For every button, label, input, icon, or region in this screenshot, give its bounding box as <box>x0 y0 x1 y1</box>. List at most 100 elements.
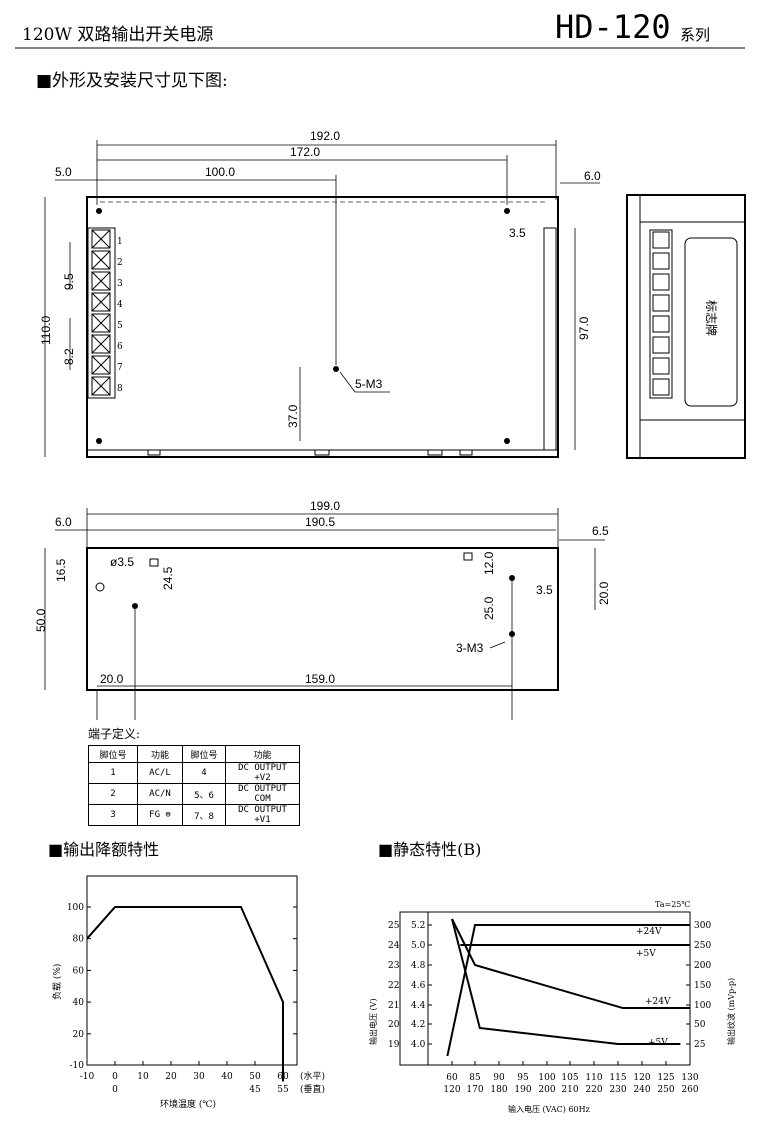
terminal-screw <box>91 376 111 396</box>
x-tick-label-secondary: 200 <box>538 1085 555 1095</box>
y-tick-5v: 5.2 <box>411 921 425 931</box>
hole-label: ø3.5 <box>110 555 134 569</box>
header-cell: 功能 <box>225 745 300 763</box>
dim-24-5: 24.5 <box>161 566 175 590</box>
terminal-screw <box>91 229 111 249</box>
header-cell: 脚位号 <box>182 745 226 763</box>
x-tick-label: 90 <box>493 1073 505 1083</box>
x-tick-label: 115 <box>609 1073 626 1083</box>
screw-label: 5-M3 <box>355 377 383 391</box>
y-tick-5v: 4.0 <box>411 1040 426 1050</box>
y-tick-5v: 4.4 <box>411 1001 426 1011</box>
x-tick-label: 100 <box>538 1073 555 1083</box>
series-label-24v-voltage: +24V <box>636 927 662 937</box>
x-tick-label: 105 <box>561 1073 578 1083</box>
series-line-0 <box>446 924 690 1057</box>
y-tick-label: 100 <box>67 903 84 913</box>
dim-3-5: 3.5 <box>509 226 526 240</box>
table-cell: 3 <box>88 804 138 826</box>
side-terminal <box>652 294 670 312</box>
y-tick-5v: 4.8 <box>411 961 426 971</box>
x-tick-label-vertical: 45 <box>249 1085 261 1095</box>
y-tick-ripple: 250 <box>694 941 711 951</box>
x-tick-label-secondary: 260 <box>681 1085 698 1095</box>
series-line-2 <box>451 918 690 1010</box>
y-tick-24v: 19 <box>388 1040 400 1050</box>
front-view-drawing: 199.0 190.5 6.0 6.5 16.5 24.5 50.0 12.0 … <box>34 499 611 720</box>
table-header-row: 脚位号 功能 脚位号 功能 <box>88 745 300 763</box>
x-tick-label: 95 <box>517 1073 529 1083</box>
x-axis-label: 环境温度 (℃) <box>160 1098 216 1110</box>
terminal-number: 1 <box>117 237 123 247</box>
y-tick-label: 20 <box>73 1030 85 1040</box>
derating-title: ■输出降额特性 <box>48 840 159 859</box>
y-tick-ripple: 25 <box>694 1040 706 1050</box>
y-tick-24v: 22 <box>388 981 399 991</box>
y-tick-label: 60 <box>73 966 85 976</box>
series-label: 系列 <box>680 26 710 44</box>
derating-chart: 环境温度 (℃) 负载 (%) (水平) (垂直) 10080604020-10… <box>51 875 325 1110</box>
table-cell: 5、6 <box>182 783 226 805</box>
y-tick-label: 40 <box>73 998 85 1008</box>
x-tick-label-secondary: 220 <box>585 1085 602 1095</box>
y-axis-left-label: 输出电压 (V) <box>368 998 378 1045</box>
side-terminal <box>652 273 670 291</box>
dim-199: 199.0 <box>310 499 340 513</box>
y-tick-5v: 4.2 <box>411 1020 425 1030</box>
side-terminal <box>652 315 670 333</box>
label-plate: 标志牌 <box>704 300 718 336</box>
terminal-screw <box>91 313 111 333</box>
y-tick-ripple: 300 <box>694 921 711 931</box>
series-line-3 <box>451 918 681 1045</box>
side-terminal <box>652 336 670 354</box>
static-title: ■静态特性(B) <box>378 840 481 859</box>
terminal-number: 4 <box>117 300 123 310</box>
x-tick-label-vertical: 0 <box>112 1085 118 1095</box>
x-tick-label: 30 <box>193 1072 205 1082</box>
x-tick-label: 20 <box>165 1072 177 1082</box>
x-tick-label: 120 <box>633 1073 650 1083</box>
dim-100: 100.0 <box>205 165 235 179</box>
terminal-screw <box>91 334 111 354</box>
dim-20-bottom: 20.0 <box>100 672 124 686</box>
x-tick-label-secondary: 120 <box>443 1085 460 1095</box>
x-tick-label: 60 <box>446 1073 458 1083</box>
outline-title: ■外形及安装尺寸见下图: <box>36 71 228 91</box>
y-axis-right-label: 输出纹波 (mVp-p) <box>726 978 736 1045</box>
x-tick-label-secondary: 170 <box>466 1085 483 1095</box>
static-chart: Ta=25℃ 输入电压 (VAC) 60Hz 输出电压 (V) 输出纹波 (mV… <box>368 900 736 1114</box>
terminal-number: 7 <box>117 363 123 373</box>
x-tick-label-secondary: 190 <box>514 1085 531 1095</box>
header-cell: 脚位号 <box>88 745 138 763</box>
table-cell: DC OUTPUT +V2 <box>225 762 300 784</box>
dim-159: 159.0 <box>305 672 335 686</box>
dim-3-5: 3.5 <box>536 583 553 597</box>
x-tick-label: 10 <box>137 1072 149 1082</box>
x-tick-label: 85 <box>469 1073 481 1083</box>
y-tick-label: 80 <box>73 935 85 945</box>
y-tick-24v: 21 <box>388 1001 399 1011</box>
table-cell: AC/N <box>137 783 183 805</box>
y-tick-label: -10 <box>70 1061 85 1071</box>
table-cell: 4 <box>182 762 226 784</box>
x-tick-label-vertical: 55 <box>277 1085 289 1095</box>
dim-97: 97.0 <box>577 316 591 340</box>
terminal-screw <box>91 250 111 270</box>
terminal-number: 3 <box>117 279 123 289</box>
y-tick-24v: 25 <box>388 921 400 931</box>
dim-50: 50.0 <box>34 608 48 632</box>
table-cell: 2 <box>88 783 138 805</box>
dim-5: 5.0 <box>55 165 72 179</box>
terminal-number: 5 <box>117 321 123 331</box>
dim-25: 25.0 <box>482 596 496 620</box>
x-tick-label-secondary: 240 <box>633 1085 650 1095</box>
x-tick-label: -10 <box>80 1072 95 1082</box>
terminal-screw <box>91 292 111 312</box>
table-cell: DC OUTPUT +V1 <box>225 804 300 826</box>
y-tick-5v: 5.0 <box>411 941 426 951</box>
terminal-number: 8 <box>117 384 123 394</box>
